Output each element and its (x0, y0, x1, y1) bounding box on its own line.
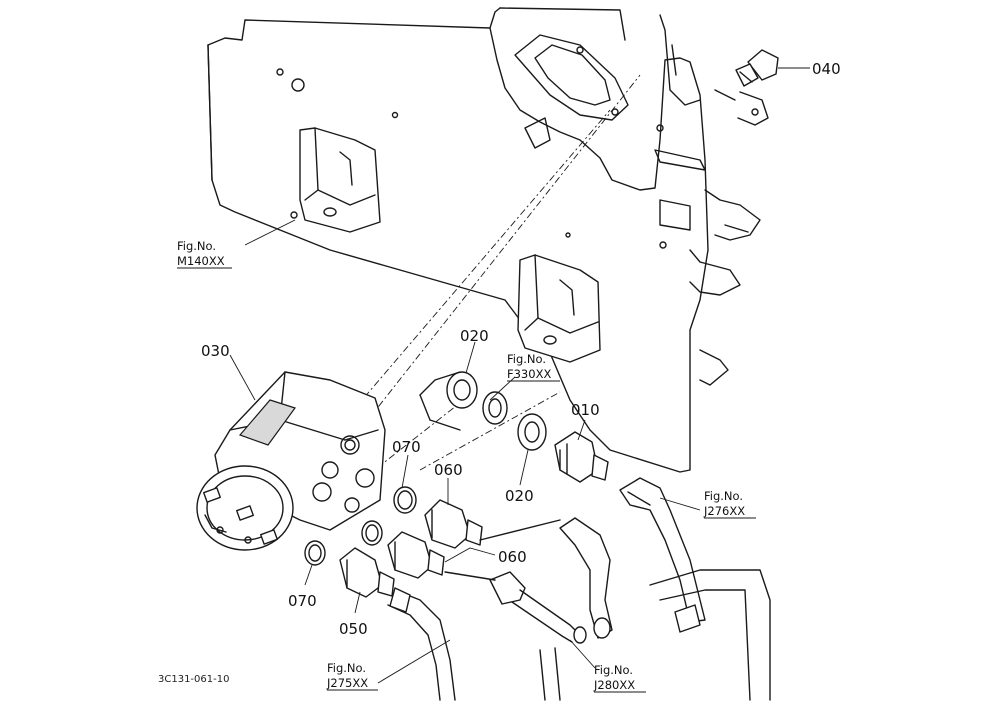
part-label-040: 040 (812, 60, 841, 78)
part-label-070-bottom: 070 (288, 592, 317, 610)
figref-f330-line1[interactable]: Fig.No. (507, 352, 546, 366)
fitting-060-top[interactable] (424, 499, 483, 549)
figref-j280-line1[interactable]: Fig.No. (594, 663, 633, 677)
part-label-010: 010 (571, 401, 600, 419)
frame-panel (207, 7, 769, 473)
bolt-040[interactable] (735, 49, 779, 87)
drawing-code: 3C131-061-10 (158, 674, 229, 685)
seal-020-bottom[interactable] (517, 413, 547, 451)
part-label-060-bottom: 060 (498, 548, 527, 566)
part-label-020-bottom: 020 (505, 487, 534, 505)
assembly-centerlines (329, 74, 641, 506)
figref-j276-line2[interactable]: J276XX (703, 504, 745, 518)
fitting-060-bottom[interactable] (387, 531, 445, 579)
part-label-070-top: 070 (392, 438, 421, 456)
fitting-050[interactable] (339, 547, 395, 598)
oring-070-top[interactable] (393, 486, 417, 514)
f330-pipe-end (419, 371, 508, 431)
part-label-020-top: 020 (460, 327, 489, 345)
hose-lines (387, 477, 771, 701)
oring-070-bottom[interactable] (304, 540, 326, 566)
figref-j275-line2[interactable]: J275XX (326, 676, 368, 690)
part-label-050: 050 (339, 620, 368, 638)
part-label-060-top: 060 (434, 461, 463, 479)
figref-f330-line2[interactable]: F330XX (507, 367, 551, 381)
seal-020-top[interactable] (446, 371, 478, 409)
oring-070-mid[interactable] (361, 520, 383, 546)
adapter-010[interactable] (554, 431, 609, 483)
steering-unit-030[interactable] (196, 371, 386, 551)
figref-m140-line2[interactable]: M140XX (177, 254, 225, 268)
part-label-030: 030 (201, 342, 230, 360)
figref-j275-line1[interactable]: Fig.No. (327, 661, 366, 675)
figref-j280-line2[interactable]: J280XX (593, 678, 635, 692)
figref-j276-line1[interactable]: Fig.No. (704, 489, 743, 503)
leader-lines (229, 67, 810, 684)
figref-m140-line1[interactable]: Fig.No. (177, 239, 216, 253)
